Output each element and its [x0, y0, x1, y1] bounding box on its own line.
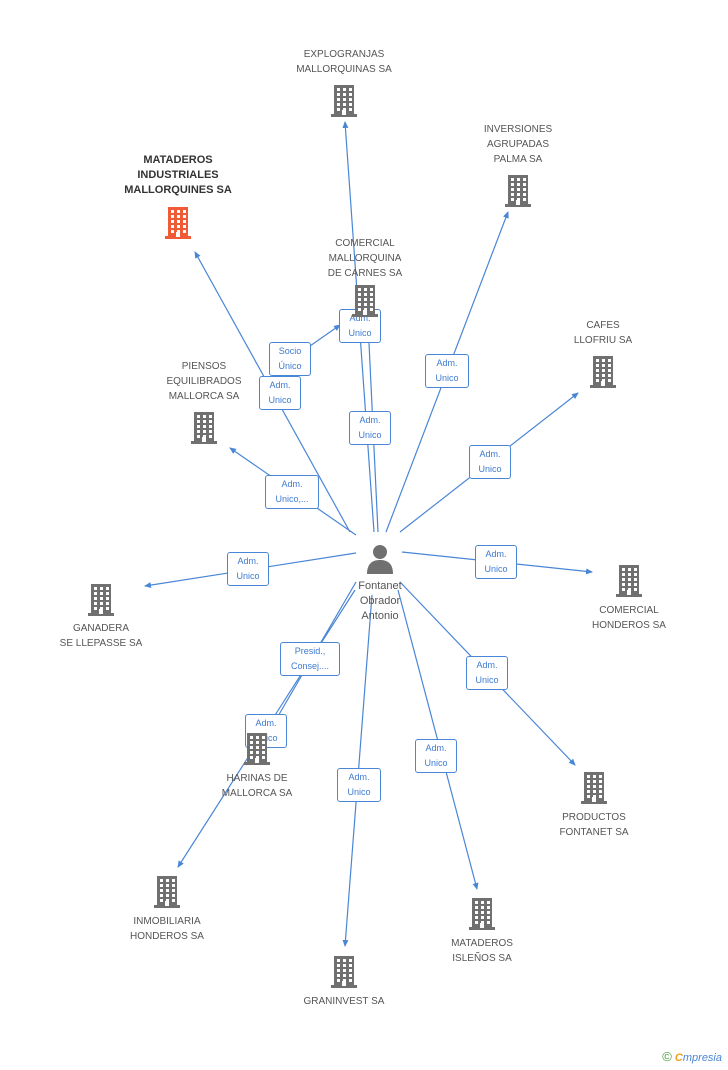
- building-icon[interactable]: [86, 582, 116, 616]
- role-badge-r-graninvest[interactable]: Adm. Unico: [337, 768, 381, 802]
- company-label-inmobiliaria[interactable]: INMOBILIARIA HONDEROS SA: [130, 916, 204, 942]
- role-badge-r-mataderos[interactable]: Adm. Unico: [259, 376, 301, 410]
- building-icon[interactable]: [614, 563, 644, 597]
- building-icon[interactable]: [503, 173, 533, 207]
- building-icon[interactable]: [467, 896, 497, 930]
- role-badge-r-ganadera[interactable]: Adm. Unico: [227, 552, 269, 586]
- company-label-harinas[interactable]: HARINAS DE MALLORCA SA: [221, 773, 293, 799]
- brand-initial: C: [674, 1052, 683, 1064]
- role-badge-r-cafes[interactable]: Adm. Unico: [469, 445, 511, 479]
- building-icon[interactable]: [163, 205, 193, 239]
- brand-name: mpresia: [682, 1052, 722, 1064]
- role-badge-r-productos[interactable]: Adm. Unico: [466, 656, 508, 690]
- company-label-comercial-honderos[interactable]: COMERCIAL HONDEROS SA: [592, 605, 666, 631]
- company-label-comercial-carnes[interactable]: COMERCIAL MALLORQUINA DE CARNES SA: [327, 238, 403, 279]
- building-icon[interactable]: [189, 410, 219, 444]
- role-badge-r-comercial-carnes[interactable]: Adm. Unico: [349, 411, 391, 445]
- role-badge-r-socio[interactable]: Socio Único: [269, 342, 311, 376]
- company-label-cafes[interactable]: CAFES LLOFRIU SA: [573, 320, 633, 346]
- role-badge-r-piensos[interactable]: Adm. Unico,...: [265, 475, 319, 509]
- building-icon[interactable]: [329, 83, 359, 117]
- company-label-mataderos-islenos[interactable]: MATADEROS ISLEÑOS SA: [451, 938, 513, 964]
- company-label-inversiones[interactable]: INVERSIONES AGRUPADAS PALMA SA: [483, 124, 553, 165]
- building-icon[interactable]: [588, 354, 618, 388]
- company-label-graninvest[interactable]: GRANINVEST SA: [303, 996, 385, 1007]
- role-badge-r-islenos[interactable]: Adm. Unico: [415, 739, 457, 773]
- role-badge-r-comercial-honderos[interactable]: Adm. Unico: [475, 545, 517, 579]
- copyright-icon: ©: [662, 1049, 672, 1064]
- company-label-productos[interactable]: PRODUCTOS FONTANET SA: [559, 812, 629, 838]
- company-label-mataderos-industriales[interactable]: MATADEROS INDUSTRIALES MALLORQUINES SA: [124, 154, 232, 196]
- building-icon[interactable]: [329, 954, 359, 988]
- company-label-ganadera[interactable]: GANADERA SE LLEPASSE SA: [59, 623, 143, 649]
- role-badge-r-harinas[interactable]: Presid., Consej....: [280, 642, 340, 676]
- company-label-piensos[interactable]: PIENSOS EQUILIBRADOS MALLORCA SA: [166, 361, 242, 402]
- person-name[interactable]: Fontanet Obrador Antonio: [358, 580, 402, 622]
- building-icon[interactable]: [350, 283, 380, 317]
- company-label-explogranjas[interactable]: EXPLOGRANJAS MALLORQUINAS SA: [296, 49, 392, 75]
- building-icon[interactable]: [579, 770, 609, 804]
- person-icon[interactable]: [366, 544, 394, 579]
- building-icon[interactable]: [152, 874, 182, 908]
- building-icon[interactable]: [242, 731, 272, 765]
- empresia-brand[interactable]: © Cmpresia: [662, 1049, 722, 1064]
- role-badge-r-inversiones[interactable]: Adm. Unico: [425, 354, 469, 388]
